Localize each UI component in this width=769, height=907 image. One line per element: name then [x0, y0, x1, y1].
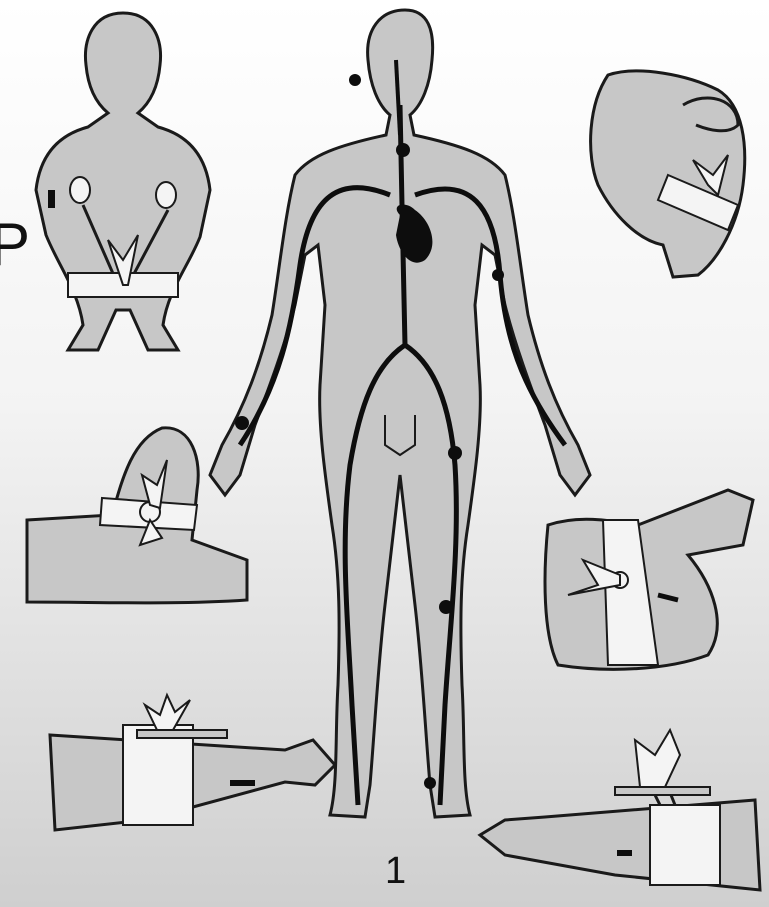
human-body-arterial-pressure-points: [200, 5, 595, 840]
tourniquet-shoulder-armpit: [578, 65, 758, 280]
cropped-letter: P: [0, 215, 30, 275]
figure-number-label: 1: [385, 850, 406, 893]
tourniquet-arms-behind-back: [28, 5, 218, 355]
